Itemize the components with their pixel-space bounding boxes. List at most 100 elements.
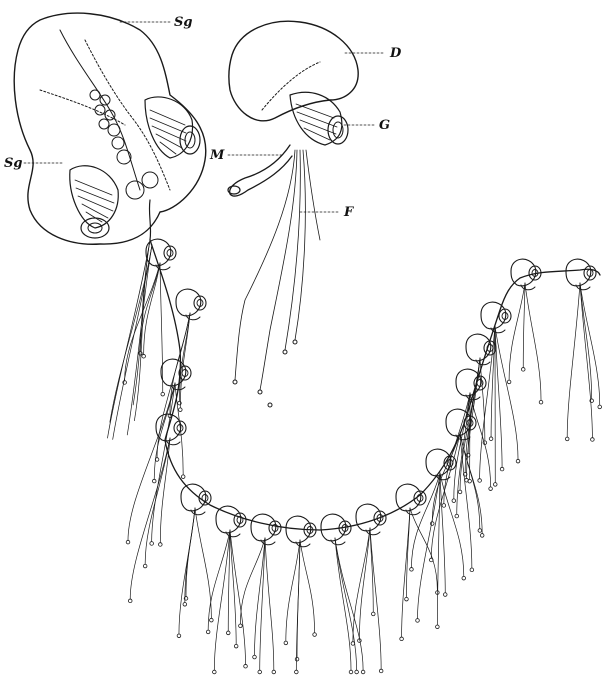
tentacle: [260, 538, 265, 670]
tentacle-knob: [183, 602, 187, 606]
tentacle: [145, 438, 170, 564]
tentacle-knob: [452, 499, 456, 503]
cormidium: [181, 484, 211, 515]
tentacle: [335, 538, 357, 670]
tentacle-knob: [521, 368, 525, 372]
tentacle: [108, 240, 150, 438]
tentacle-knob: [295, 657, 299, 661]
label-g: G: [344, 118, 390, 133]
tentacle: [470, 393, 491, 487]
cormidium: [286, 516, 316, 547]
tentacle-knob: [500, 467, 504, 471]
tentacle-knob: [470, 568, 474, 572]
tentacle-knob: [436, 625, 440, 629]
tentacle: [186, 508, 195, 596]
tentacle: [335, 538, 363, 670]
label-f: F: [300, 205, 354, 220]
tentacle: [370, 528, 381, 669]
tentacle: [437, 473, 440, 625]
tentacle-knob: [507, 380, 511, 384]
tentacle-knob: [313, 633, 317, 637]
tentacle-knob: [161, 392, 165, 396]
tentacle: [525, 283, 541, 400]
tentacle-knob: [234, 644, 238, 648]
tentacle-knob: [400, 637, 404, 641]
tentacle: [195, 508, 211, 618]
tentacle: [180, 313, 190, 408]
svg-text:D: D: [389, 46, 402, 61]
tentacle-knob: [516, 459, 520, 463]
cormidium: [481, 302, 511, 333]
tentacle: [127, 245, 152, 435]
tentacle: [175, 383, 183, 475]
tentacle: [480, 358, 485, 441]
tentacle-knob: [179, 408, 183, 412]
tentacle-knob: [493, 483, 497, 487]
svg-text:M: M: [209, 148, 225, 163]
label-d: D: [345, 46, 402, 61]
tentacle-knob: [349, 670, 353, 674]
tentacle-knob: [351, 642, 355, 646]
tentacle: [335, 538, 351, 670]
svg-text:Sg: Sg: [4, 156, 22, 171]
tentacle: [214, 530, 230, 670]
tentacle: [359, 528, 370, 639]
cormidium: [251, 514, 281, 545]
hatched-organ-upper: [145, 97, 200, 158]
tentacle-knob: [258, 670, 262, 674]
cormidia-group: [146, 239, 596, 547]
tentacle-knob: [416, 619, 420, 623]
tentacle-knob: [295, 670, 299, 674]
tentacle-knob: [442, 504, 446, 508]
tentacle-knob: [126, 540, 130, 544]
cormidium: [176, 289, 206, 320]
tentacle-knob: [159, 543, 163, 547]
cormidium: [566, 259, 596, 290]
tentacle-knob: [489, 437, 493, 441]
tentacle: [230, 530, 236, 644]
tentacle-knob: [462, 576, 466, 580]
svg-text:F: F: [343, 205, 354, 220]
cormidium: [426, 449, 456, 480]
tentacle-knob: [405, 597, 409, 601]
label-sg-top: Sg: [120, 15, 192, 30]
tentacle: [509, 283, 525, 380]
tentacle: [580, 283, 600, 405]
tentacle-knob: [379, 669, 383, 673]
tentacle-knob: [489, 487, 493, 491]
cormidium: [161, 359, 191, 390]
cormidium: [511, 259, 541, 290]
tentacle: [370, 528, 373, 612]
gonad-cluster: [90, 90, 131, 164]
tentacle: [567, 283, 580, 437]
tentacle-knob: [181, 475, 185, 479]
tentacle-knob: [430, 522, 434, 526]
cormidium: [216, 506, 246, 537]
cormidium: [356, 504, 386, 535]
hatched-organ-lower: [70, 166, 118, 238]
tentacle: [467, 358, 480, 478]
svg-text:Sg: Sg: [174, 15, 192, 30]
tentacle-knob: [478, 479, 482, 483]
tentacle: [523, 283, 525, 367]
tentacle-knob: [455, 514, 459, 518]
tentacle-knob: [272, 670, 276, 674]
tentacle: [300, 540, 315, 633]
tentacle-knob: [239, 624, 243, 628]
colony-stem: [150, 240, 600, 530]
tentacle-knob: [213, 670, 217, 674]
tentacle-knob: [210, 618, 214, 622]
tentacle: [160, 438, 170, 542]
tentacle-knob: [355, 670, 359, 674]
tentacle-knob: [480, 534, 484, 538]
tentacle-knob: [410, 568, 414, 572]
tentacle: [265, 538, 274, 670]
tentacle-knob: [152, 479, 156, 483]
tentacle-knob: [458, 490, 462, 494]
tentacle-knob: [226, 631, 230, 635]
tentacle-knob: [539, 400, 543, 404]
tentacle: [286, 540, 300, 641]
cormidium: [456, 369, 486, 400]
tentacle-knob: [143, 564, 147, 568]
